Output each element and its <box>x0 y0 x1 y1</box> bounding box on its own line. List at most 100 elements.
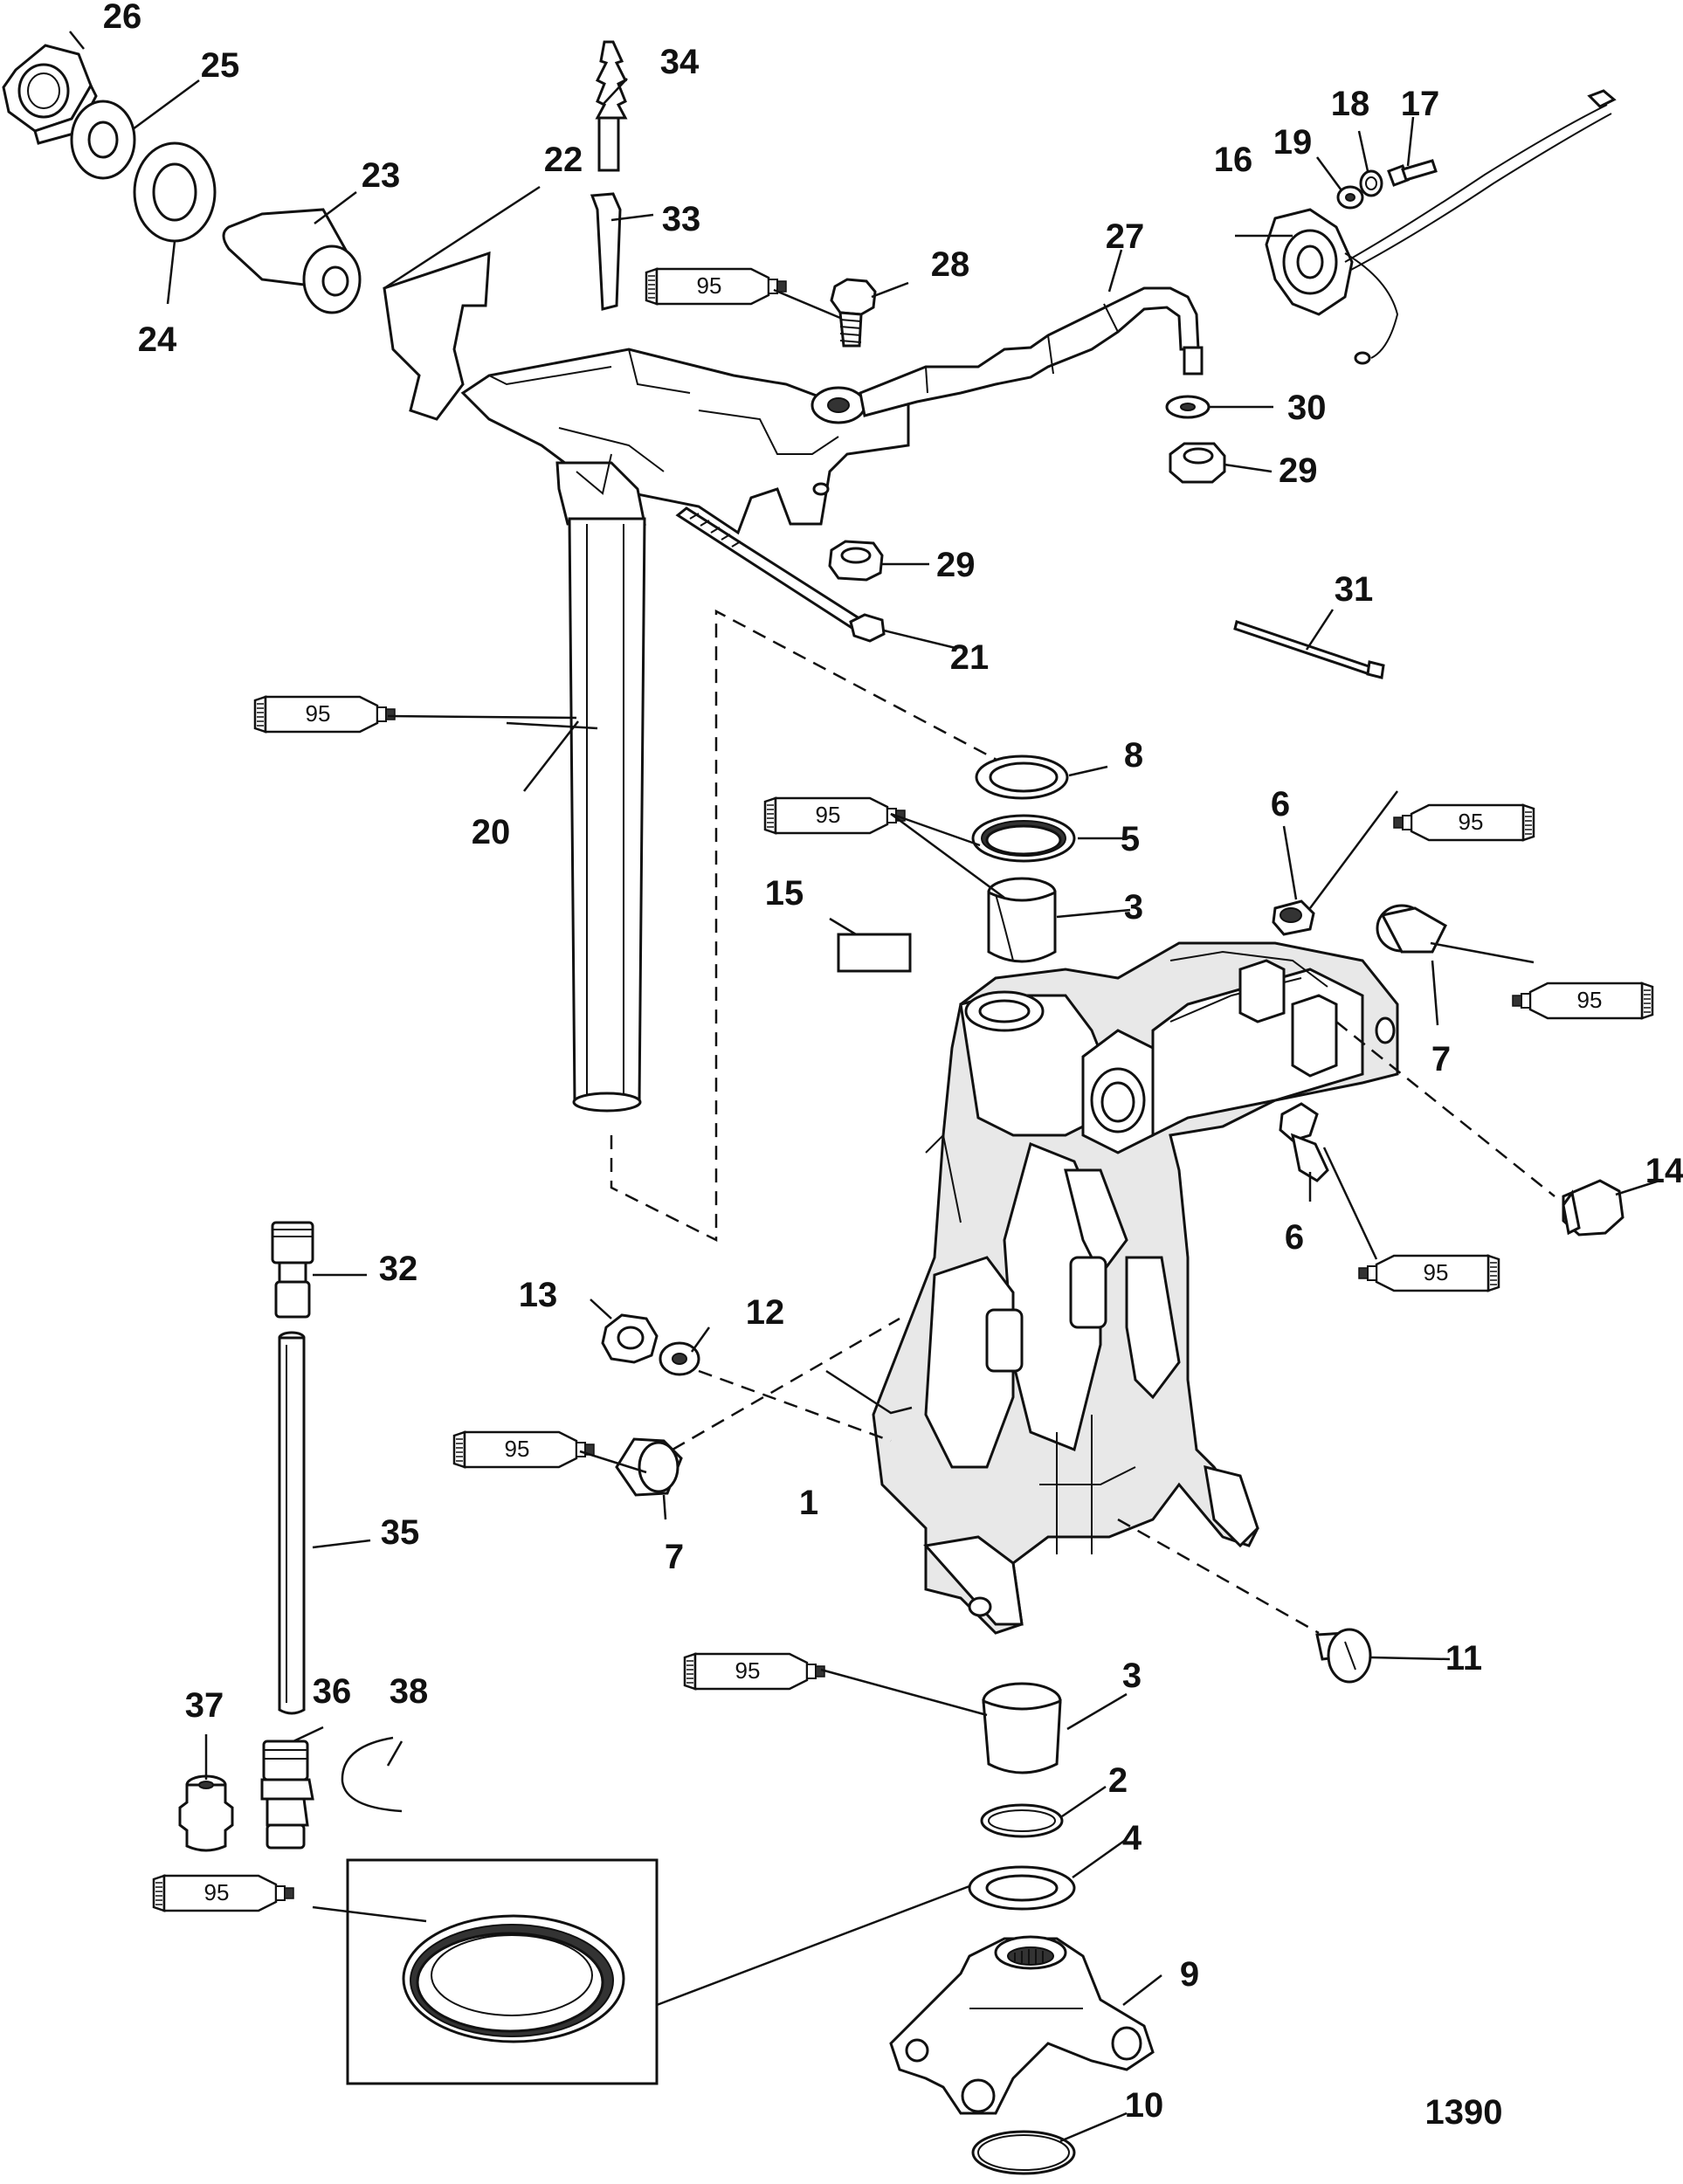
yoke-9 <box>889 1935 1155 2115</box>
bushing-7-left <box>615 1437 683 1497</box>
sealant-tube-label: 95 <box>1577 987 1603 1013</box>
trim-sensor-16 <box>1265 89 1617 365</box>
leader-dashed-20 <box>610 609 1014 1243</box>
washer-25 <box>70 100 136 180</box>
callout-31: 31 <box>1335 570 1374 609</box>
callout-16: 16 <box>1214 141 1253 179</box>
callout-13: 13 <box>519 1276 558 1314</box>
sealant-tube-95-h: 95 <box>683 1652 826 1691</box>
sealant-tube-95-g: 95 <box>452 1430 596 1469</box>
bolt-21 <box>675 506 886 643</box>
callout-35: 35 <box>381 1513 420 1552</box>
callout-4: 4 <box>1122 1819 1142 1857</box>
callout-9-text: 9 <box>1180 1955 1199 1994</box>
callout-15-text: 15 <box>765 874 804 913</box>
callout-6-lower: 6 <box>1285 1218 1304 1257</box>
grease-fitting-6-lower <box>1279 1102 1329 1182</box>
clip-38 <box>341 1736 403 1813</box>
washer-19 <box>1336 185 1364 210</box>
sealant-tube-label: 95 <box>306 700 331 727</box>
leader-dashed-12 <box>698 1369 892 1443</box>
callout-29-middle: 29 <box>936 546 976 584</box>
callout-38: 38 <box>390 1672 429 1711</box>
callout-7-left: 7 <box>665 1538 684 1576</box>
callout-10-text: 10 <box>1125 2086 1164 2125</box>
sealant-tube-95-b: 95 <box>253 695 397 734</box>
sealant-tube-95-e: 95 <box>1511 982 1654 1020</box>
callout-27: 27 <box>1106 217 1145 256</box>
callout-19: 19 <box>1273 123 1313 162</box>
bushing-3-bottom <box>982 1682 1062 1774</box>
fitting-32 <box>271 1221 314 1319</box>
swivel-bracket-1 <box>872 941 1399 1635</box>
callout-labels: 26 25 24 23 22 34 33 28 27 30 29 29 21 3… <box>103 0 1683 2132</box>
sealant-tube-95-f: 95 <box>1357 1254 1500 1292</box>
sealant-tube-95-a: 95 <box>645 267 788 306</box>
sealant-tube-95-i: 95 <box>152 1874 295 1912</box>
nut-29-right <box>1169 442 1226 484</box>
callout-33: 33 <box>662 200 701 238</box>
tube-35 <box>278 1331 306 1715</box>
callout-2: 2 <box>1108 1761 1128 1800</box>
sealant-tube-label: 95 <box>505 1436 530 1462</box>
leader-dashed-14 <box>1335 1021 1555 1197</box>
pin-11 <box>1315 1628 1372 1684</box>
cable-tie-31 <box>1233 620 1385 679</box>
grease-fitting-6-top <box>1272 899 1315 936</box>
nut-13 <box>601 1313 659 1364</box>
fitting-34 <box>595 40 628 172</box>
washer-24 <box>133 141 217 243</box>
plate-22 <box>383 251 491 421</box>
sealant-tube-label: 95 <box>1424 1259 1449 1285</box>
sealant-tube-95-d: 95 <box>1392 803 1535 842</box>
label-15 <box>837 933 912 973</box>
sealant-tube-label: 95 <box>816 802 841 828</box>
sealant-tube-label: 95 <box>735 1657 761 1684</box>
nut-26 <box>2 44 98 145</box>
callout-22: 22 <box>544 141 583 179</box>
washer-12 <box>659 1341 700 1376</box>
nut-29-middle <box>828 540 884 582</box>
callout-3-top: 3 <box>1124 888 1143 927</box>
callout-21: 21 <box>950 638 990 677</box>
callout-37: 37 <box>185 1686 224 1725</box>
figure-id: 1390 <box>1425 2093 1503 2132</box>
leader-dashed-11 <box>1117 1518 1320 1635</box>
bushing-3-top <box>987 877 1057 963</box>
sealant-tube-95-c: 95 <box>763 796 907 835</box>
callout-11: 11 <box>1445 1639 1482 1678</box>
washer-18 <box>1359 169 1383 197</box>
screw-17 <box>1387 159 1438 187</box>
key-33 <box>590 192 622 311</box>
washer-8 <box>975 754 1069 800</box>
callout-34: 34 <box>660 43 700 81</box>
callout-32: 32 <box>379 1250 418 1288</box>
spacer-23 <box>222 208 362 314</box>
callout-5: 5 <box>1121 820 1140 858</box>
callout-18: 18 <box>1331 85 1370 123</box>
callout-26: 26 <box>103 0 142 36</box>
steering-arm <box>460 348 910 535</box>
callout-6-top: 6 <box>1271 785 1290 823</box>
leader-lines <box>69 31 1660 2143</box>
fitting-37 <box>178 1774 234 1852</box>
callout-25: 25 <box>201 46 240 85</box>
steering-tube-20 <box>568 517 646 1113</box>
sealant-tube-label: 95 <box>697 272 722 299</box>
callout-28: 28 <box>931 245 970 284</box>
steering-link-27 <box>810 286 1204 424</box>
inset-box <box>346 1858 659 2085</box>
callout-20-text: 20 <box>472 813 511 851</box>
callout-labels-extra: 20 15 9 10 <box>472 813 1199 2125</box>
washer-4 <box>968 1865 1076 1911</box>
callout-24: 24 <box>138 320 177 359</box>
callout-7-right: 7 <box>1431 1040 1451 1078</box>
callout-12: 12 <box>746 1293 785 1332</box>
seal-5 <box>971 814 1076 863</box>
washer-30 <box>1165 395 1211 419</box>
callout-8: 8 <box>1124 736 1143 775</box>
callout-29-right: 29 <box>1279 451 1318 490</box>
leader-inset-to-washer-4 <box>656 1884 970 2007</box>
bolt-14 <box>1562 1179 1624 1237</box>
